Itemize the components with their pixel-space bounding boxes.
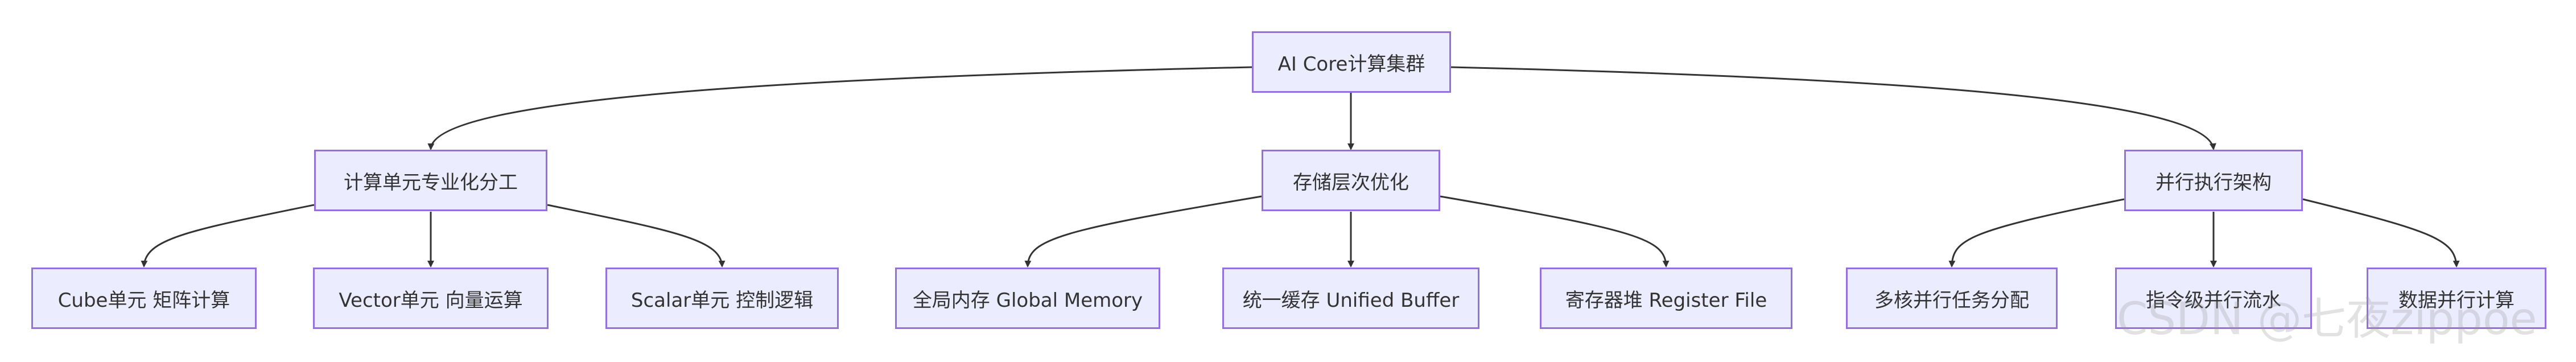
- root-node: AI Core计算集群: [1252, 31, 1451, 93]
- group-node-storage-label: 存储层次优化: [1293, 171, 1409, 194]
- watermark: CSDN @七夜zippoe: [2117, 294, 2537, 345]
- leaf-node-data-parallel-label: 数据并行计算: [2398, 289, 2515, 312]
- leaf-node-register-file-label: 寄存器堆 Register File: [1565, 289, 1767, 312]
- edge-group-3-to-child-3: [2302, 198, 2460, 268]
- edge-root-to-group-1: [427, 66, 1252, 150]
- leaf-node-instruction-pipeline: 指令级并行流水: [2115, 268, 2312, 329]
- leaf-node-unified-buffer-label: 统一缓存 Unified Buffer: [1242, 289, 1460, 312]
- edge-group-2-to-child-3: [1440, 195, 1670, 268]
- leaf-node-cube-label: Cube单元 矩阵计算: [57, 289, 230, 312]
- leaf-node-vector: Vector单元 向量运算: [313, 268, 549, 329]
- leaf-node-instruction-pipeline-label: 指令级并行流水: [2146, 289, 2281, 312]
- leaf-node-scalar-label: Scalar单元 控制逻辑: [630, 289, 814, 312]
- edge-group-1-to-child-3: [547, 204, 726, 268]
- edge-group-1-to-child-1: [141, 204, 315, 268]
- leaf-node-scalar: Scalar单元 控制逻辑: [605, 268, 839, 329]
- group-node-parallel-label: 并行执行架构: [2155, 171, 2272, 194]
- edge-root-to-group-3: [1450, 66, 2216, 150]
- leaf-node-global-memory-label: 全局内存 Global Memory: [912, 289, 1143, 312]
- leaf-node-global-memory: 全局内存 Global Memory: [895, 268, 1160, 329]
- leaf-node-multicore: 多核并行任务分配: [1846, 268, 2058, 329]
- leaf-node-vector-label: Vector单元 向量运算: [339, 289, 523, 312]
- group-node-compute-label: 计算单元专业化分工: [344, 171, 518, 194]
- group-node-parallel: 并行执行架构: [2124, 150, 2303, 211]
- leaf-node-multicore-label: 多核并行任务分配: [1874, 289, 2029, 312]
- group-node-compute: 计算单元专业化分工: [314, 150, 547, 211]
- leaf-node-cube: Cube单元 矩阵计算: [31, 268, 257, 329]
- leaf-node-unified-buffer: 统一缓存 Unified Buffer: [1222, 268, 1479, 329]
- edge-group-2-to-child-1: [1024, 195, 1262, 268]
- leaf-node-register-file: 寄存器堆 Register File: [1540, 268, 1792, 329]
- edge-group-3-to-child-1: [1948, 198, 2125, 268]
- group-node-storage: 存储层次优化: [1262, 150, 1440, 211]
- leaf-node-data-parallel: 数据并行计算: [2367, 268, 2546, 329]
- root-node-label: AI Core计算集群: [1277, 52, 1425, 76]
